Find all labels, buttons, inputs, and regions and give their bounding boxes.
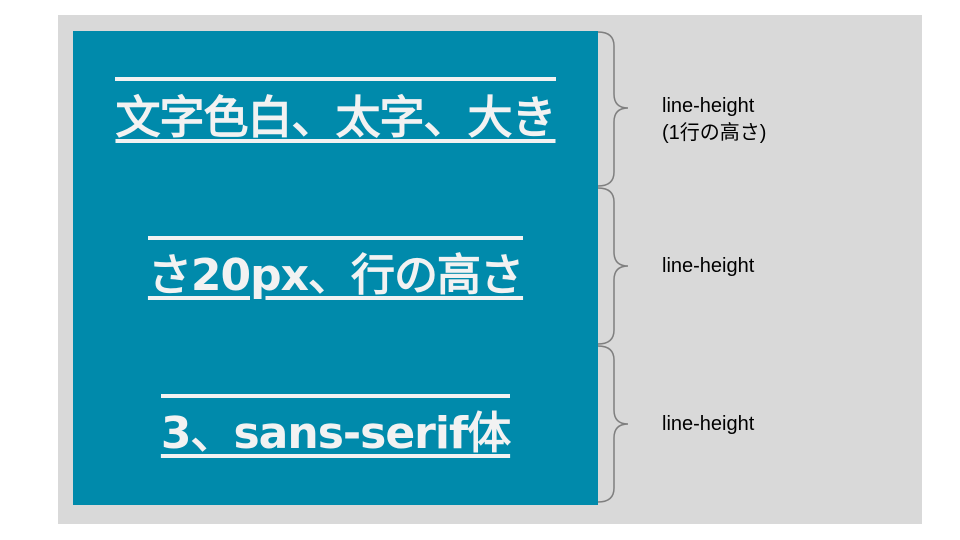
annotation-1-label: line-height [662,95,755,117]
text-line-3: 3、sans-serif体 [73,347,598,505]
annotation-1-sublabel: (1行の高さ) [662,122,767,144]
text-block: 文字色白、太字、大き さ20px、行の高さ 3、sans-serif体 [73,31,598,505]
annotation-2-label: line-height [662,255,755,277]
text-line-2: さ20px、行の高さ [73,189,598,347]
diagram-canvas: 文字色白、太字、大き さ20px、行の高さ 3、sans-serif体 [58,15,922,524]
text-line-1-content: 文字色白、太字、大き [115,77,557,143]
text-line-1: 文字色白、太字、大き [73,31,598,189]
text-line-2-content: さ20px、行の高さ [147,235,524,300]
annotation-line-height-1: line-height (1行の高さ) [662,93,766,147]
text-line-3-content: 3、sans-serif体 [160,393,511,458]
annotation-line-height-2: line-height [662,253,754,280]
annotation-line-height-3: line-height [662,411,754,438]
annotation-3-label: line-height [662,413,755,435]
